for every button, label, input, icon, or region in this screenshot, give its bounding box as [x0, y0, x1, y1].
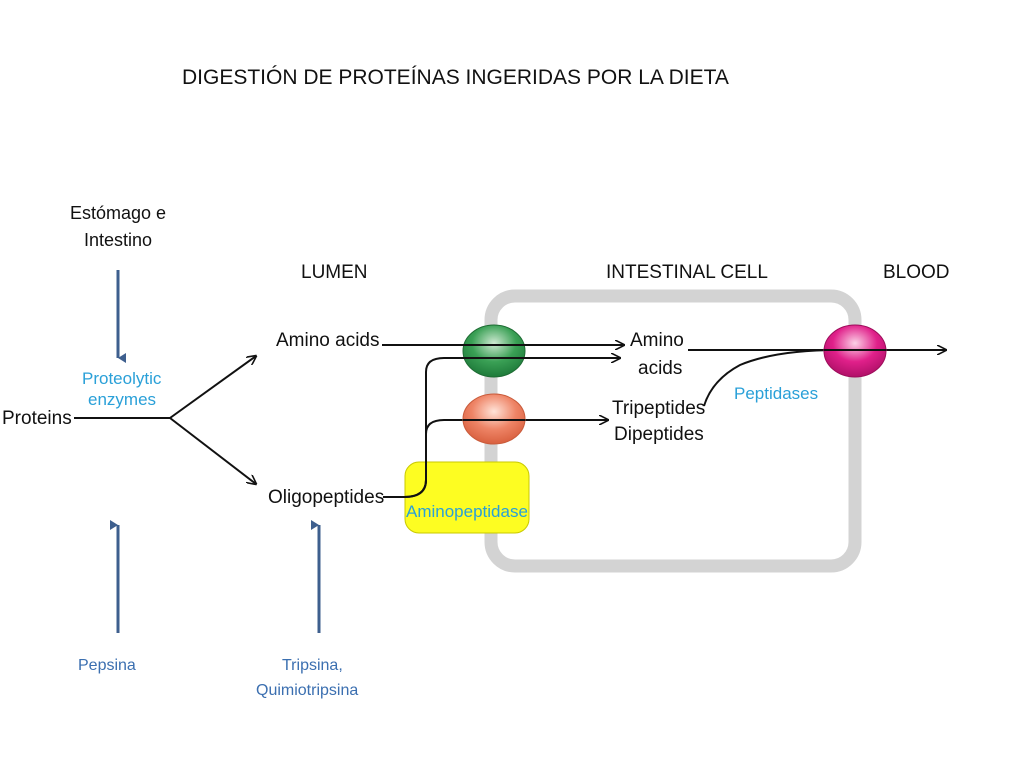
pepsina-label: Pepsina	[78, 657, 136, 674]
aminopeptidase-label: Aminopeptidase	[406, 502, 528, 521]
source-label-line2: Intestino	[84, 230, 152, 250]
proteins-label: Proteins	[2, 408, 72, 429]
branch-down-line	[169, 417, 256, 484]
oligopeptides-label: Oligopeptides	[268, 487, 384, 508]
amino-acids-lumen-label: Amino acids	[276, 330, 380, 351]
oligopeptides-peptide-line	[403, 420, 608, 498]
source-label-line1: Estómago e	[70, 203, 166, 223]
tripsina-label-line1: Tripsina,	[282, 657, 343, 674]
tripeptides-label: Tripeptides	[612, 398, 705, 419]
peptidase-curve	[703, 349, 839, 407]
peptidases-label: Peptidases	[734, 384, 818, 403]
branch-up-line	[169, 356, 256, 419]
amino-acids-cell-label-line2: acids	[638, 358, 682, 379]
aminopeptidase-box	[404, 461, 530, 534]
proteolytic-label-line1: Proteolytic	[82, 369, 162, 388]
page-title: DIGESTIÓN DE PROTEÍNAS INGERIDAS POR LA …	[182, 66, 729, 89]
header-intestinal-cell: INTESTINAL CELL	[606, 262, 768, 283]
amino-acids-cell-label-line1: Amino	[630, 330, 684, 351]
dipeptides-label: Dipeptides	[614, 424, 704, 445]
header-blood: BLOOD	[883, 262, 950, 283]
green-transporter	[462, 324, 526, 378]
tripsina-label-line2: Quimiotripsina	[256, 682, 358, 699]
header-lumen: LUMEN	[301, 262, 368, 283]
proteolytic-label-line2: enzymes	[88, 390, 156, 409]
